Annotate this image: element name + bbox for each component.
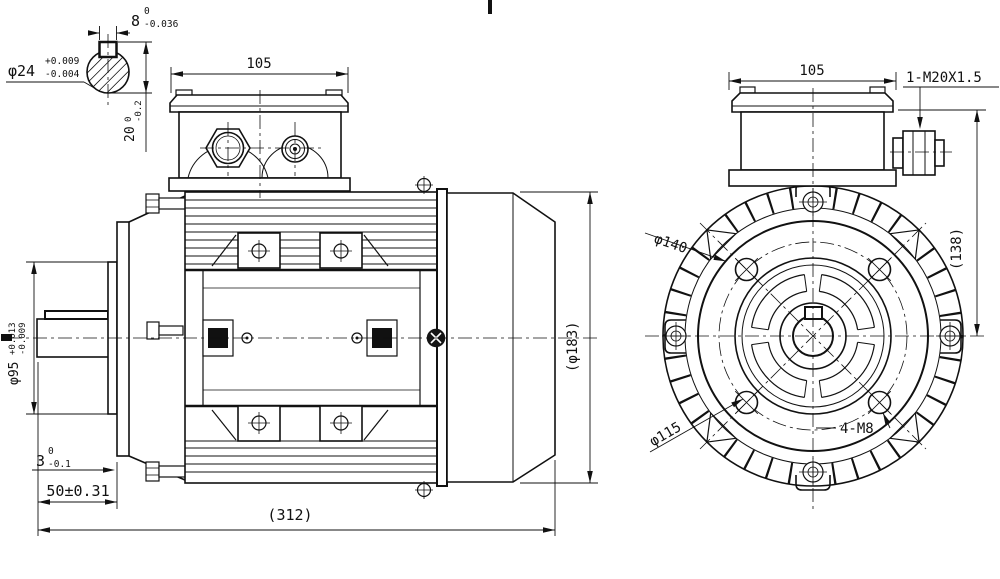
dim-shaft-dia-value: φ24 xyxy=(8,62,35,80)
diagonal-centerline-2 xyxy=(699,222,927,450)
box-base xyxy=(168,177,351,192)
dim-spigot-depth-value: 3 xyxy=(36,452,45,470)
mounting-boss-top-left xyxy=(237,232,281,269)
flange-bolt-middle xyxy=(146,321,184,340)
dim-spigot-dia-tol-upper: +0.013 xyxy=(8,322,18,355)
cover-screw-top xyxy=(415,176,433,194)
cooling-fins-bottom xyxy=(185,440,437,473)
dim-frame-dia-value: (φ183) xyxy=(565,321,581,372)
dim-spigot-depth-tol-lower: -0.1 xyxy=(48,459,71,470)
dim-spigot-depth-tol-upper: 0 xyxy=(48,446,54,457)
dim-flange-holes-value: 4-M8 xyxy=(840,421,874,437)
cable-gland-front xyxy=(890,130,952,176)
sheet-fold-mark xyxy=(488,0,492,14)
mounting-boss-top-right xyxy=(319,232,363,269)
dim-box-width-front: 105 xyxy=(728,63,897,90)
boss-braces xyxy=(211,234,389,441)
dim-key-height-tol-upper: 0 xyxy=(124,117,134,122)
dim-box-width-side: 105 xyxy=(170,56,349,93)
terminal-box-side xyxy=(168,89,351,198)
dim-key-height-value: 20 xyxy=(123,126,138,142)
side-view-dimensions: 105 φ95 +0.013 -0.009 3 0 -0.1 xyxy=(7,56,598,536)
box-base-front xyxy=(728,169,897,187)
terminal-box-front xyxy=(728,86,952,187)
dim-spigot-dia-tol-lower: -0.009 xyxy=(18,322,28,355)
box-lid xyxy=(169,94,349,113)
dim-key-width: 8 0 -0.036 xyxy=(88,6,179,40)
dim-shaft-length: 50±0.31 xyxy=(37,362,118,536)
box-body-front xyxy=(740,111,885,171)
dim-key-height-tol-lower: -0.2 xyxy=(134,100,144,122)
dim-key-width-tol-upper: 0 xyxy=(144,6,150,17)
side-view xyxy=(8,89,600,499)
shaft-section-detail: 8 0 -0.036 φ24 +0.009 -0.004 20 0 -0.2 xyxy=(6,6,179,152)
dim-frame-dia: (φ183) xyxy=(520,191,598,484)
centerline-tick xyxy=(1,334,12,341)
fan-cover xyxy=(415,176,556,499)
fan-cover-shell xyxy=(446,192,556,483)
dim-shaft-dia-tol-upper: +0.009 xyxy=(45,56,80,67)
dim-key-width-value: 8 xyxy=(131,12,140,30)
dim-cable-gland-value: 1-M20X1.5 xyxy=(906,70,982,86)
dim-box-height-value: (138) xyxy=(949,228,965,270)
cover-screw-bottom xyxy=(415,481,433,499)
flange-plate xyxy=(116,221,130,457)
mounting-boss-bottom-right xyxy=(319,405,363,442)
dim-box-width-front-value: 105 xyxy=(799,63,824,79)
dim-spigot-dia: φ95 +0.013 -0.009 xyxy=(7,261,110,415)
dim-cable-gland: 1-M20X1.5 xyxy=(903,70,999,129)
shaft-key xyxy=(44,310,109,320)
dim-shaft-dia-tol-lower: -0.004 xyxy=(45,69,80,80)
dim-shaft-length-value: 50±0.31 xyxy=(46,482,109,500)
box-lid-front xyxy=(731,92,894,113)
front-keyway xyxy=(804,306,823,320)
dim-box-width-side-value: 105 xyxy=(246,56,271,72)
dim-key-width-tol-lower: -0.036 xyxy=(144,19,179,30)
dim-spigot-depth: 3 0 -0.1 xyxy=(32,446,115,473)
dim-bolt-circle-dia-value: φ115 xyxy=(647,419,684,450)
dim-flange-holes: 4-M8 xyxy=(816,412,891,437)
flange-rib-arcs xyxy=(751,274,875,398)
dim-overall-length-value: (312) xyxy=(267,506,312,524)
dim-spigot-dia-value: φ95 xyxy=(7,362,22,385)
dim-bolt-circle-dia: φ115 xyxy=(647,398,744,453)
tie-bolt-top xyxy=(145,193,187,214)
dim-key-height: 20 0 -0.2 xyxy=(112,41,152,152)
mounting-boss-bottom-left xyxy=(237,405,281,442)
dim-shaft-dia: φ24 +0.009 -0.004 xyxy=(6,56,97,90)
tie-bolt-bottom xyxy=(145,461,187,482)
dim-overall-length: (312) xyxy=(38,460,556,536)
dim-box-height: (138) xyxy=(898,109,986,336)
front-view xyxy=(645,86,985,512)
dim-flange-dia-value: φ140 xyxy=(652,231,689,257)
cooling-fins-top xyxy=(185,199,437,265)
